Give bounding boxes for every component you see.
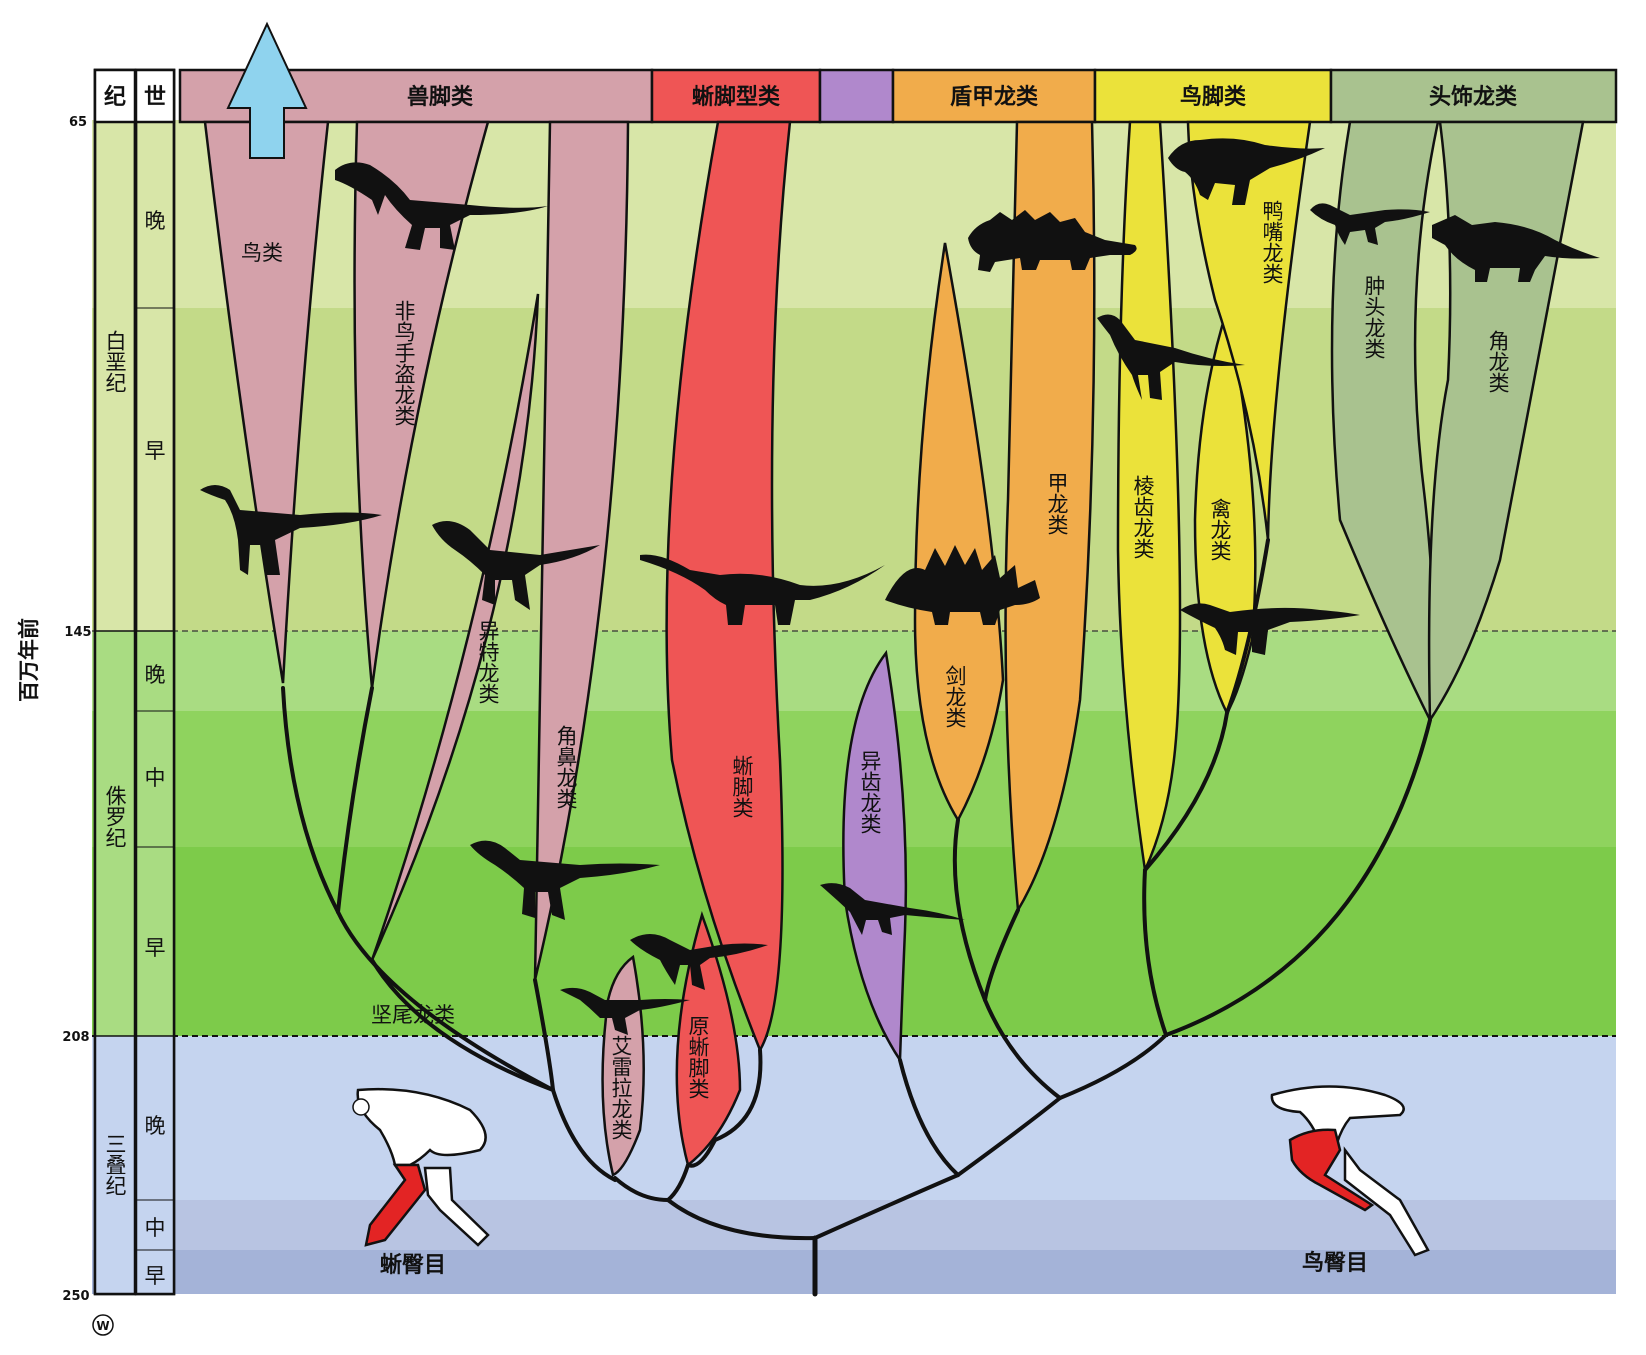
- time-columns: 纪 世: [93, 68, 176, 1296]
- epoch-late-jurassic: 晚: [145, 663, 166, 687]
- group-label-saurischia: 蜥臀目: [380, 1253, 446, 1278]
- sauropod-silhouette: [640, 554, 885, 625]
- label-ceratosauria: 角鼻龙类: [554, 725, 578, 809]
- dinosaur-silhouettes: [200, 138, 1600, 1035]
- pachycephalosaur-silhouette: [1310, 203, 1430, 245]
- clade-header-heterodontosauridae: [818, 68, 895, 124]
- epoch-early-cretaceous: 早: [145, 439, 166, 463]
- watermark-mark: [352, 1098, 370, 1116]
- watermark-letter: W: [96, 1319, 109, 1333]
- label-allosauroidea: 异特龙类: [476, 620, 500, 704]
- label-hadrosauridae: 鸭嘴龙类: [1260, 200, 1284, 284]
- label-hypsilophodontidae: 棱齿龙类: [1131, 475, 1155, 559]
- epoch-column-header: 世: [144, 85, 166, 110]
- tick-145: 145: [64, 625, 91, 640]
- ornithischian-pelvis-illustration: [1270, 1085, 1430, 1257]
- clade-label-sauropodomorpha: 蜥脚型类: [692, 85, 781, 110]
- allosaur-silhouette: [432, 521, 600, 610]
- label-iguanodontia: 禽龙类: [1208, 498, 1232, 561]
- tick-208: 208: [62, 1030, 89, 1045]
- time-axis: 65 145 208 250 百万年前: [17, 115, 92, 1304]
- group-label-ornithischia: 鸟臀目: [1302, 1250, 1368, 1276]
- band-late-jurassic: [92, 631, 1616, 711]
- label-herrerasauridae: 艾雷拉龙类: [609, 1035, 633, 1140]
- prosauropod-silhouette: [630, 934, 768, 990]
- phylogeny-branches: [281, 538, 1432, 1297]
- label-pachycephalosauria: 肿头龙类: [1362, 275, 1386, 359]
- label-birds: 鸟类: [241, 241, 283, 265]
- epoch-middle-triassic: 中: [145, 1216, 166, 1240]
- lineage-labels: 鸟类 非鸟手盗龙类 异特龙类 角鼻龙类 蜥脚类 原蜥脚类 艾雷拉龙类 异齿龙类 …: [241, 200, 1510, 1140]
- epoch-early-triassic: 早: [145, 1264, 166, 1288]
- period-jurassic: 侏罗纪: [103, 785, 127, 848]
- spindle-hadrosauridae: [1186, 120, 1312, 541]
- ornithomimid-silhouette: [200, 485, 382, 575]
- group-label-tetanurae: 坚尾龙类: [371, 1003, 455, 1027]
- iguanodont-silhouette: [1180, 603, 1360, 655]
- clade-label-marginocephalia: 头饰龙类: [1429, 84, 1518, 110]
- ceratosaur-silhouette: [470, 840, 660, 920]
- clade-header-bar: 兽脚类 蜥脚型类 盾甲龙类 鸟脚类 头饰龙类: [178, 68, 1618, 124]
- label-prosauropoda: 原蜥脚类: [686, 1015, 710, 1099]
- stegosaur-silhouette: [885, 545, 1040, 625]
- period-cretaceous: 白垩纪: [103, 330, 127, 393]
- label-non-avian-maniraptora: 非鸟手盗龙类: [392, 300, 416, 426]
- saurischian-pelvis-illustration: [352, 1087, 490, 1247]
- ankylosaur-silhouette: [968, 210, 1137, 272]
- period-labels: 白垩纪 侏罗纪 三叠纪 晚 早 晚 中 早 晚 中 早: [103, 209, 166, 1288]
- band-early-triassic: [92, 1250, 1616, 1294]
- clade-label-ornithopoda: 鸟脚类: [1180, 84, 1247, 110]
- epoch-late-cretaceous: 晚: [145, 209, 166, 233]
- label-stegosauria: 剑龙类: [943, 665, 967, 728]
- tyrannosaur-silhouette: [335, 162, 548, 250]
- axis-label: 百万年前: [17, 618, 41, 702]
- epoch-late-triassic: 晚: [145, 1114, 166, 1138]
- clade-header-thyreophora: [891, 68, 1097, 124]
- tick-250: 250: [62, 1289, 89, 1304]
- birds-continue-arrow: [226, 21, 308, 159]
- clade-label-theropoda: 兽脚类: [407, 84, 474, 110]
- clade-header-ornithopoda: [1093, 68, 1333, 124]
- period-column-header: 纪: [104, 84, 126, 110]
- spindle-birds: [203, 120, 330, 684]
- heterodontosaur-silhouette: [820, 883, 965, 935]
- band-late-triassic: [92, 1036, 1616, 1200]
- label-ceratopsia: 角龙类: [1486, 330, 1510, 393]
- ceratopsian-silhouette: [1432, 215, 1600, 282]
- label-heterodontosauridae: 异齿龙类: [858, 750, 882, 834]
- period-triassic: 三叠纪: [103, 1133, 127, 1196]
- herrerasaur-silhouette: [560, 987, 690, 1035]
- tick-65: 65: [69, 115, 87, 130]
- epoch-early-jurassic: 早: [145, 936, 166, 960]
- hypsilophodont-silhouette: [1097, 314, 1245, 400]
- clade-label-thyreophora: 盾甲龙类: [950, 85, 1039, 110]
- label-ankylosauria: 甲龙类: [1045, 472, 1069, 535]
- hadrosaur-silhouette: [1168, 138, 1325, 205]
- label-sauropoda: 蜥脚类: [730, 755, 754, 818]
- watermark-logo: W: [92, 1314, 114, 1336]
- epoch-middle-jurassic: 中: [145, 766, 166, 790]
